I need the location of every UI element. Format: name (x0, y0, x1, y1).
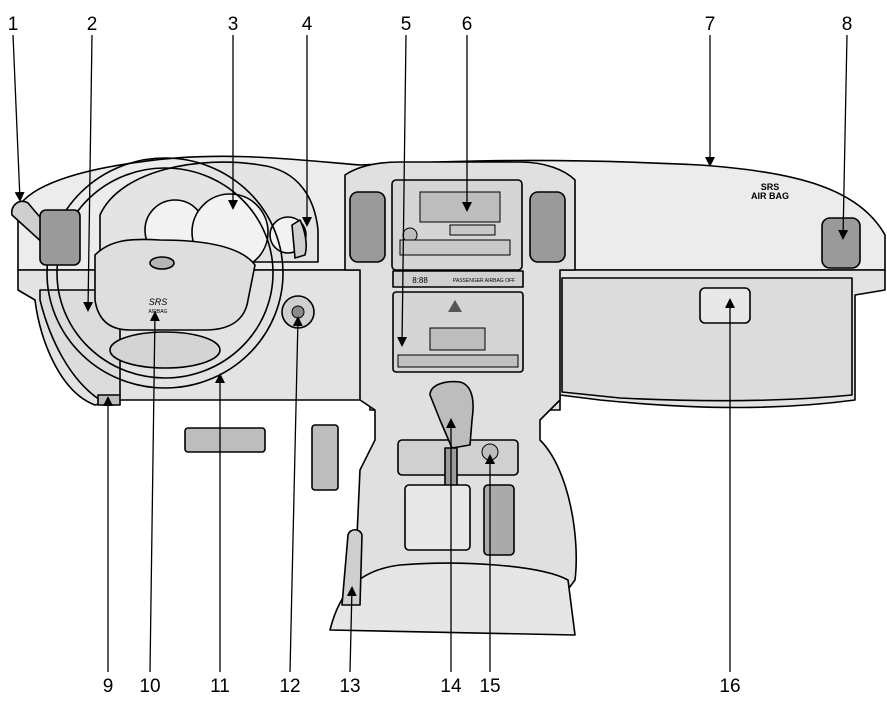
steering-srs-sublabel: AIRBAG (149, 309, 168, 315)
callout-7: 7 (705, 14, 716, 35)
callout-leaders (12, 34, 849, 673)
leader-13 (346, 586, 357, 673)
callout-10: 10 (139, 676, 160, 697)
clock-display: 8:88 (412, 276, 428, 285)
accelerator-pedal[interactable] (311, 424, 339, 491)
callout-12: 12 (279, 676, 300, 697)
steering-srs-label: SRS (149, 297, 168, 307)
glove-box-handle[interactable] (699, 287, 751, 324)
srs-airbag-label-line2: AIR BAG (751, 191, 789, 201)
callout-16: 16 (719, 676, 740, 697)
leader-8 (838, 34, 849, 240)
leader-2 (83, 34, 94, 312)
callout-3: 3 (228, 14, 239, 35)
callout-6: 6 (462, 14, 473, 35)
radio-display (419, 191, 501, 223)
callout-8: 8 (842, 14, 853, 35)
gear-shift-lever[interactable] (429, 380, 474, 449)
leader-5 (397, 34, 408, 347)
kia-logo-icon (149, 256, 175, 270)
callout-1: 1 (8, 14, 19, 35)
callout-11: 11 (210, 676, 230, 697)
driver-controls (10, 200, 315, 406)
shift-gate (404, 484, 471, 551)
hazard-icon[interactable] (448, 300, 462, 312)
callout-14: 14 (440, 676, 462, 697)
callout-numbers: 1 2 3 4 5 6 7 8 9 10 11 12 13 14 15 16 (8, 14, 853, 697)
passenger-airbag-indicator: PASSENGER AIRBAG OFF (453, 278, 515, 284)
pedals (184, 424, 339, 491)
callout-9: 9 (103, 676, 114, 697)
callout-5: 5 (401, 14, 412, 35)
callout-2: 2 (87, 14, 98, 35)
steering-wheel[interactable]: SRS AIRBAG (46, 157, 284, 389)
horn-pad[interactable] (109, 331, 221, 369)
shifter-area (397, 380, 519, 556)
brake-pedal[interactable] (184, 427, 266, 453)
callout-15: 15 (479, 676, 500, 697)
leader-12 (289, 316, 303, 673)
callout-13: 13 (339, 676, 360, 697)
srs-airbag-label-line1: SRS (761, 182, 780, 192)
leader-10 (149, 311, 160, 673)
callout-4: 4 (302, 14, 313, 35)
hood-release-lever[interactable] (97, 394, 121, 406)
leader-1 (12, 34, 25, 202)
